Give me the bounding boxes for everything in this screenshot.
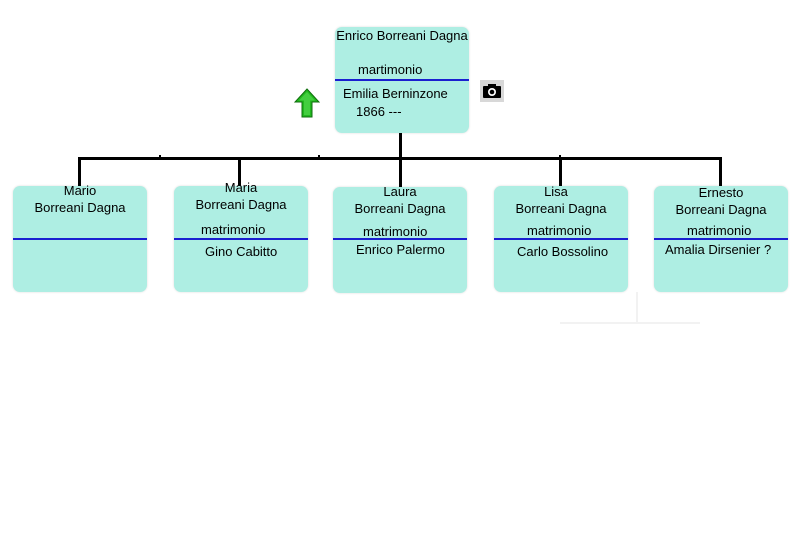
child-surname: Borreani Dagna [195, 197, 287, 212]
child-card-5[interactable]: Ernesto Borreani Dagna matrimonio Amalia… [654, 185, 788, 292]
child-divider [333, 238, 467, 240]
connector-tick [318, 155, 320, 158]
child-first-name: Mario [63, 183, 97, 198]
connector-tick [559, 155, 561, 158]
child-connector-1 [78, 157, 81, 187]
child-relation-label: matrimonio [363, 224, 428, 239]
root-spouse-name: Emilia Berninzone [343, 86, 448, 101]
root-connector [399, 132, 402, 159]
background-artifact [636, 292, 638, 324]
root-person-card[interactable]: Enrico Borreani Dagna martimonio Emilia … [335, 27, 469, 133]
child-relation-label: matrimonio [201, 222, 266, 237]
child-divider [174, 238, 308, 240]
child-connector-5 [719, 157, 722, 187]
child-first-name: Maria [224, 180, 258, 195]
child-first-name: Lisa [544, 184, 568, 199]
root-divider [335, 79, 469, 81]
camera-icon[interactable] [480, 80, 504, 102]
child-spouse-name: Enrico Palermo [356, 242, 445, 257]
child-connector-4 [559, 157, 562, 187]
child-spouse-name: Gino Cabitto [205, 244, 278, 259]
up-arrow-icon[interactable] [294, 88, 320, 118]
child-surname: Borreani Dagna [354, 201, 446, 216]
connector-tick [159, 155, 161, 158]
child-relation-label: matrimonio [687, 223, 752, 238]
child-surname: Borreani Dagna [515, 201, 607, 216]
child-divider [654, 238, 788, 240]
child-card-1[interactable]: Mario Borreani Dagna [13, 183, 147, 292]
child-spouse-name: Amalia Dirsenier ? [665, 242, 772, 257]
child-card-2[interactable]: Maria Borreani Dagna matrimonio Gino Cab… [174, 180, 308, 292]
background-artifact [560, 322, 700, 324]
child-first-name: Ernesto [698, 185, 744, 200]
child-connector-2 [238, 157, 241, 187]
root-person-name: Enrico Borreani Dagna [336, 28, 468, 43]
child-connector-3 [399, 157, 402, 187]
child-divider [13, 238, 147, 240]
child-card-4[interactable]: Lisa Borreani Dagna matrimonio Carlo Bos… [494, 184, 628, 292]
child-card-3[interactable]: Laura Borreani Dagna matrimonio Enrico P… [333, 184, 467, 293]
child-first-name: Laura [383, 184, 417, 199]
child-divider [494, 238, 628, 240]
root-relation-label: martimonio [358, 62, 423, 77]
child-surname: Borreani Dagna [675, 202, 767, 217]
child-relation-label: matrimonio [527, 223, 592, 238]
child-surname: Borreani Dagna [34, 200, 126, 215]
root-date: 1866 --- [356, 104, 402, 119]
child-spouse-name: Carlo Bossolino [517, 244, 609, 259]
